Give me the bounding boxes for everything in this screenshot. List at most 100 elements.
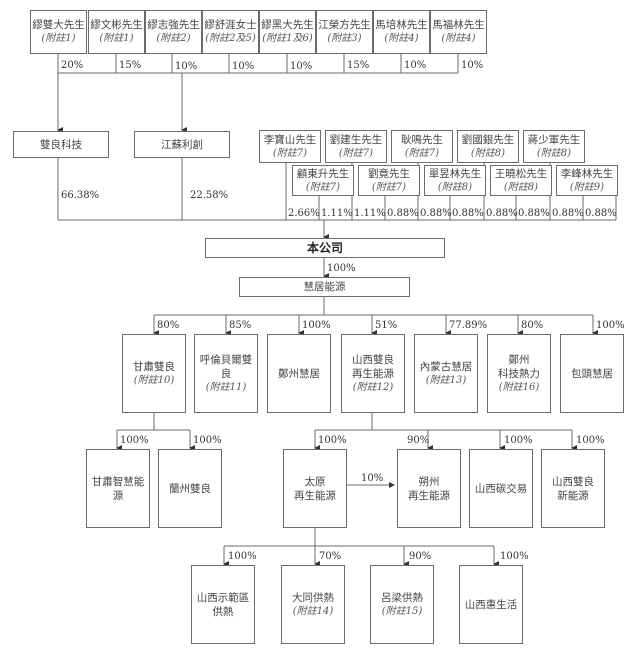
shareholder-box: 蔣少軍先生 (附註8) [523, 130, 585, 163]
shareholder-note: (附註9) [569, 181, 605, 193]
subsidiary-name: 甘肅雙良 [133, 360, 175, 373]
subsidiary-box: 鄭州 科技熱力 (附註16) [487, 334, 551, 413]
shareholder-name: 李寶山先生 [263, 133, 317, 146]
subsidiary-name: 呂梁供熱 [381, 591, 423, 604]
pct-label: 0.88% [585, 208, 617, 219]
pct-label: 10% [290, 61, 313, 72]
shareholder-name: 單昱林先生 [428, 167, 482, 180]
shareholder-note: (附註2) [156, 33, 191, 44]
pct-label: 2.66% [288, 208, 320, 219]
shareholder-name: 李峰林先生 [560, 167, 614, 180]
subsidiary-name-line2: 再生能源 [294, 489, 336, 502]
shareholder-box: 繆黑大先生 (附註1及6) [259, 10, 316, 54]
shareholder-box: 繆志強先生 (附註2) [145, 10, 202, 54]
subsidiary-name-line2: 再生能源 [352, 367, 394, 380]
pct-label: 90% [409, 551, 432, 562]
pct-label: 100% [504, 435, 533, 446]
pct-label: 0.88% [518, 208, 550, 219]
shareholder-name: 蔣少軍先生 [527, 133, 581, 146]
shareholder-name: 王曉松先生 [494, 167, 548, 180]
shareholder-box: 劉國銀先生 (附註8) [457, 130, 519, 163]
subsidiary-note: (附註11) [205, 381, 247, 393]
pct-label: 10% [404, 60, 427, 71]
pct-label: 10% [361, 473, 384, 484]
subsidiary-name: 鄭州慧居 [278, 367, 320, 380]
subsidiary-name: 鄭州 [508, 353, 530, 366]
subsidiary-name: 蘭州雙良 [169, 482, 211, 495]
shareholder-box: 李峰林先生 (附註9) [556, 165, 618, 196]
shareholder-name: 馬培林先生 [375, 19, 428, 31]
shareholder-name: 耿鳴先生 [401, 133, 443, 146]
company-box: 本公司 [205, 238, 445, 258]
shareholder-note: (附註8) [437, 181, 473, 193]
pct-label: 22.58% [190, 190, 229, 201]
subsidiary-name: 太原 [304, 475, 326, 488]
subsidiary-note: (附註15) [381, 605, 423, 617]
subsidiary-box: 朔州 再生能源 [397, 449, 461, 528]
shareholder-box: 江榮方先生 (附註3) [316, 10, 373, 54]
subsidiary-note: (附註12) [352, 381, 394, 393]
subsidiary-note: (附註10) [133, 374, 175, 386]
main-subsidiary-box: 慧居能源 [239, 277, 410, 297]
shareholder-name: 馬福林先生 [432, 19, 485, 31]
pct-label: 10% [461, 60, 484, 71]
shareholder-box: 繆舒涯女士 (附註2及5) [202, 10, 259, 54]
shareholder-note: (附註1) [41, 33, 76, 44]
shareholder-note: (附註7) [305, 181, 341, 193]
pct-label: 100% [228, 551, 257, 562]
shareholder-name: 江榮方先生 [318, 19, 371, 31]
pct-label: 0.88% [420, 208, 452, 219]
subsidiary-name-line2: 供熱 [212, 605, 234, 618]
pct-label: 51% [375, 320, 398, 331]
shareholder-name: 繆舒涯女士 [204, 19, 257, 31]
pct-label: 77.89% [449, 320, 488, 331]
shareholder-name: 顧東升先生 [296, 167, 350, 180]
subsidiary-name: 慧居能源 [303, 281, 346, 293]
subsidiary-name: 包頭慧居 [571, 367, 613, 380]
subsidiary-name: 山西碳交易 [474, 482, 528, 495]
subsidiary-name-line2: 新能源 [557, 489, 589, 502]
subsidiary-name: 朔州 [418, 475, 440, 488]
pct-label: 66.38% [61, 190, 100, 201]
pct-label: 100% [327, 263, 356, 274]
subsidiary-box: 甘肅雙良 (附註10) [122, 334, 186, 413]
pct-label: 85% [229, 320, 252, 331]
shareholder-note: (附註1) [99, 33, 134, 44]
pct-label: 20% [61, 60, 84, 71]
subsidiary-box: 呼倫貝爾雙良 (附註11) [194, 334, 258, 413]
pct-label: 100% [596, 320, 625, 331]
shareholder-box: 劉建生先生 (附註7) [325, 130, 387, 163]
shareholder-note: (附註8) [470, 147, 506, 159]
shareholder-note: (附註8) [503, 181, 539, 193]
pct-label: 100% [500, 551, 529, 562]
shareholder-box: 馬福林先生 (附註4) [430, 10, 487, 54]
pct-label: 10% [232, 61, 255, 72]
subsidiary-box: 山西雙良 新能源 [541, 449, 605, 528]
shareholder-name: 繆文彬先生 [90, 19, 143, 31]
shareholder-name: 劉竟先生 [368, 167, 410, 180]
pct-label: 80% [157, 320, 180, 331]
subsidiary-name: 大同供熱 [292, 591, 334, 604]
subsidiary-box: 山西碳交易 [469, 449, 533, 528]
shareholder-box: 繆雙大先生 (附註1) [30, 10, 87, 54]
subsidiary-name: 山西雙良 [352, 353, 394, 366]
subsidiary-note: (附註13) [425, 374, 467, 386]
shareholder-box: 王曉松先生 (附註8) [490, 165, 552, 196]
pct-label: 15% [119, 60, 142, 71]
shareholder-name: 繆雙大先生 [32, 19, 85, 31]
entity-box: 江蘇利創 [134, 131, 230, 158]
subsidiary-name-line2: 科技熱力 [498, 367, 540, 380]
subsidiary-name-line2: 再生能源 [408, 489, 450, 502]
subsidiary-box: 內蒙古慧居 (附註13) [414, 334, 478, 413]
shareholder-box: 單昱林先生 (附註8) [424, 165, 486, 196]
shareholder-box: 耿鳴先生 (附註7) [391, 130, 453, 163]
pct-label: 0.88% [486, 208, 518, 219]
shareholder-note: (附註7) [272, 147, 308, 159]
pct-label: 100% [193, 435, 222, 446]
shareholder-note: (附註4) [384, 33, 419, 44]
shareholder-note: (附註8) [536, 147, 572, 159]
subsidiary-box: 鄭州慧居 [267, 334, 331, 413]
entity-name: 江蘇利創 [161, 138, 203, 151]
